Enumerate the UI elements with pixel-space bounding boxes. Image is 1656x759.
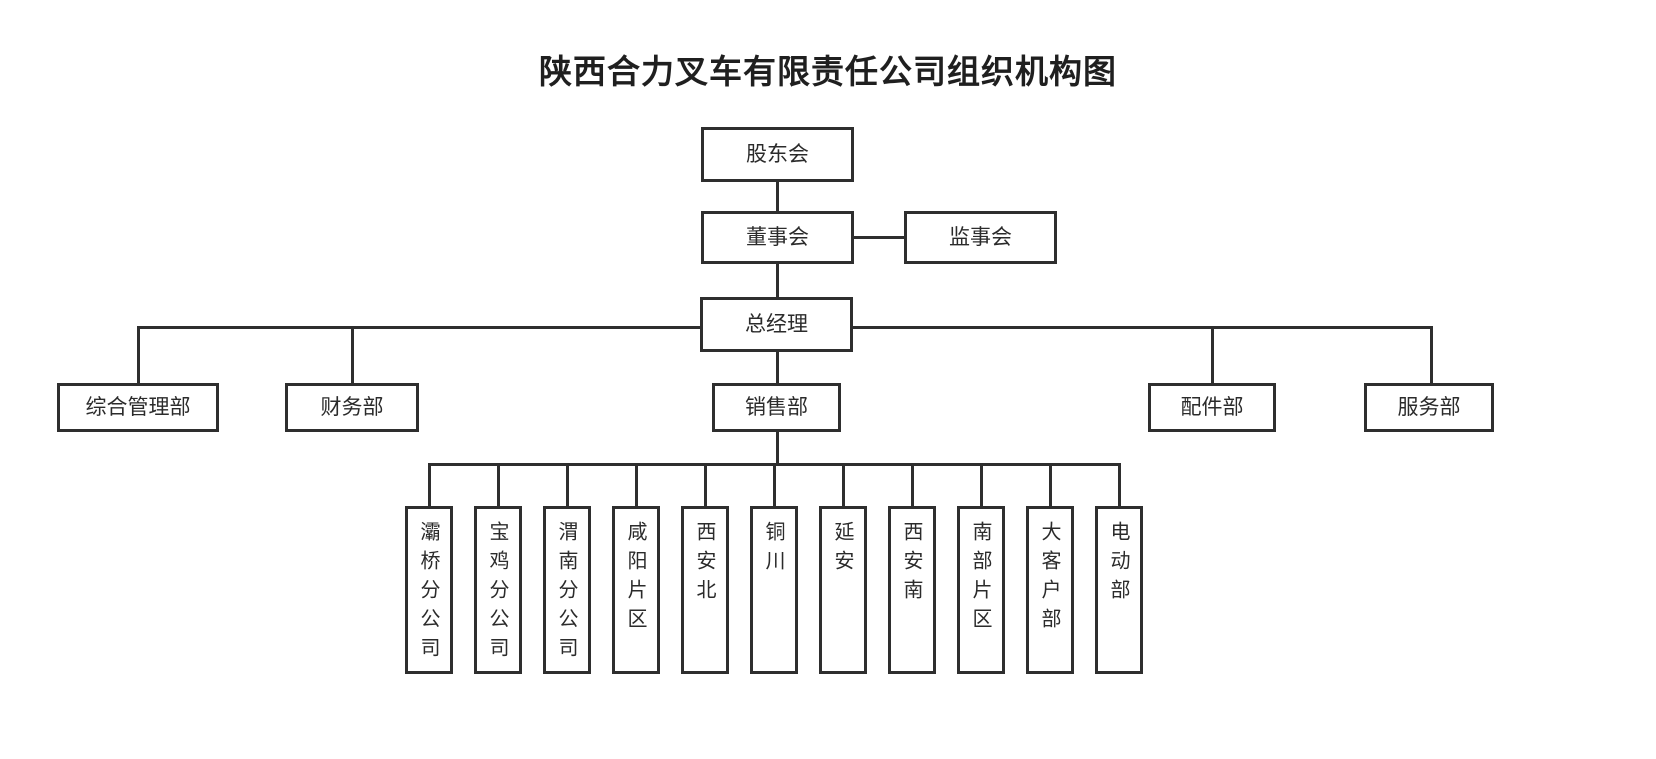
node-branch-electric[interactable]: 电动部 xyxy=(1095,506,1143,674)
node-dept-service[interactable]: 服务部 xyxy=(1364,383,1494,432)
connector-board-to-gm xyxy=(776,264,779,297)
stem-general-admin xyxy=(137,326,140,383)
stem-branch-key-accounts xyxy=(1049,463,1052,506)
node-branch-xian-north[interactable]: 西安北 xyxy=(681,506,729,674)
node-supervisory-board[interactable]: 监事会 xyxy=(904,211,1057,264)
connector-board-to-supervisory xyxy=(852,236,906,239)
stem-branch-baqiao xyxy=(428,463,431,506)
connector-shareholders-to-board xyxy=(776,182,779,211)
stem-branch-weinan xyxy=(566,463,569,506)
node-branch-key-accounts[interactable]: 大客户部 xyxy=(1026,506,1074,674)
node-branch-baqiao[interactable]: 灞桥分公司 xyxy=(405,506,453,674)
stem-branch-south-region xyxy=(980,463,983,506)
node-dept-finance[interactable]: 财务部 xyxy=(285,383,419,432)
stem-branch-xian-south xyxy=(911,463,914,506)
stem-branch-xian-north xyxy=(704,463,707,506)
node-branch-xian-south[interactable]: 西安南 xyxy=(888,506,936,674)
node-branch-tongchuan[interactable]: 铜川 xyxy=(750,506,798,674)
stem-branch-xianyang xyxy=(635,463,638,506)
page-title: 陕西合力叉车有限责任公司组织机构图 xyxy=(539,52,1117,91)
stem-branch-tongchuan xyxy=(773,463,776,506)
stem-branch-electric xyxy=(1118,463,1121,506)
node-branch-south-region[interactable]: 南部片区 xyxy=(957,506,1005,674)
bus-gm-left xyxy=(137,326,702,329)
node-general-manager[interactable]: 总经理 xyxy=(700,297,853,352)
node-dept-general-admin[interactable]: 综合管理部 xyxy=(57,383,219,432)
stem-branch-yanan xyxy=(842,463,845,506)
stem-finance xyxy=(351,326,354,383)
bus-gm-right xyxy=(851,326,1433,329)
stem-branch-baoji xyxy=(497,463,500,506)
stem-service xyxy=(1430,326,1433,383)
node-branch-yanan[interactable]: 延安 xyxy=(819,506,867,674)
node-shareholders-meeting[interactable]: 股东会 xyxy=(701,127,854,182)
node-branch-baoji[interactable]: 宝鸡分公司 xyxy=(474,506,522,674)
node-branch-weinan[interactable]: 渭南分公司 xyxy=(543,506,591,674)
node-branch-xianyang[interactable]: 咸阳片区 xyxy=(612,506,660,674)
stem-sales xyxy=(776,352,779,383)
stem-sales-to-bus xyxy=(776,432,779,464)
node-dept-parts[interactable]: 配件部 xyxy=(1148,383,1276,432)
node-dept-sales[interactable]: 销售部 xyxy=(712,383,841,432)
node-board-of-directors[interactable]: 董事会 xyxy=(701,211,854,264)
stem-parts xyxy=(1211,326,1214,383)
